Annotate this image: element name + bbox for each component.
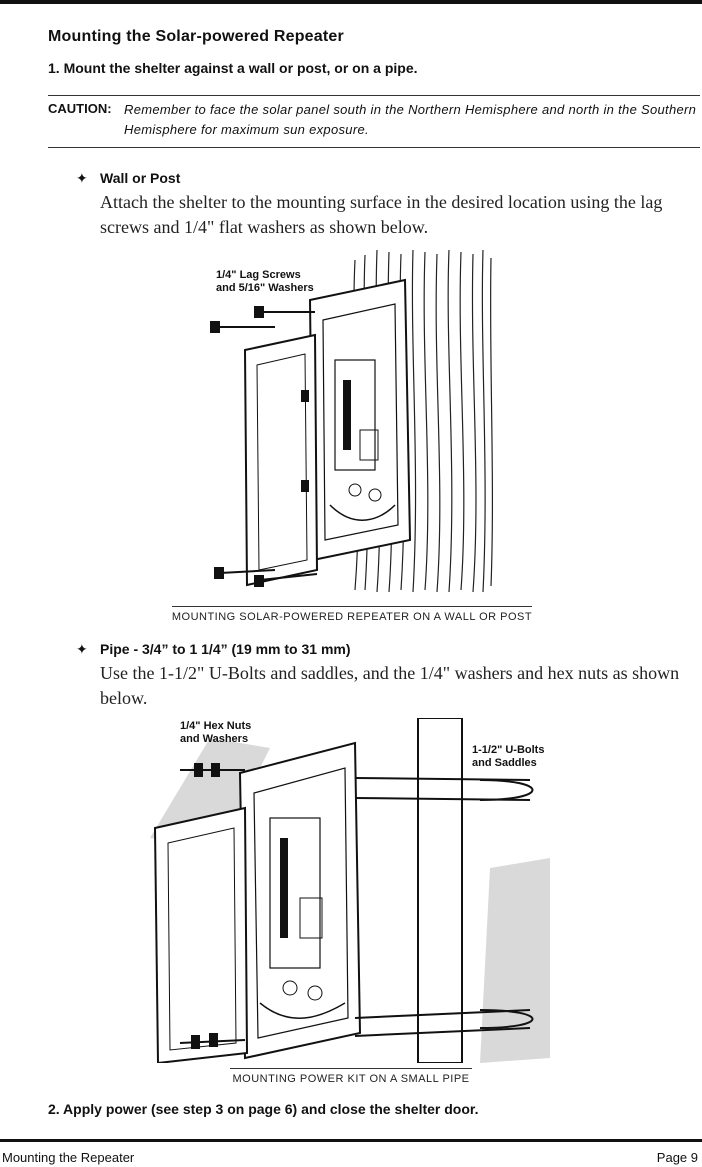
pipe-heading: Pipe - 3/4” to 1 1/4” (19 mm to 31 mm) [100, 641, 351, 657]
section-title: Mounting the Solar-powered Repeater [48, 28, 344, 45]
caution-label: CAUTION: [48, 101, 112, 116]
pipe-figure-caption: Mounting Power Kit on a Small Pipe [232, 1073, 470, 1085]
footer-section-title: Mounting the Repeater [2, 1150, 135, 1165]
pipe-figure-label-ubolts: 1-1/2" U-Bolts and Saddles [472, 744, 545, 769]
step-2-heading: 2. Apply power (see step 3 on page 6) an… [48, 1101, 479, 1117]
bullet-icon: ✦ [76, 170, 88, 186]
pipe-caption-rule [230, 1068, 472, 1069]
lag-screw-icon [210, 306, 318, 587]
pipe-instructions: Use the 1-1/2" U-Bolts and saddles, and … [100, 663, 680, 708]
page-number: Page 9 [656, 1150, 698, 1165]
caution-top-rule [48, 95, 700, 96]
footer-rule [0, 1139, 702, 1142]
top-rule [0, 0, 702, 4]
wall-figure-caption: Mounting Solar-Powered Repeater on a Wal… [171, 611, 533, 623]
wall-mount-figure [210, 249, 494, 593]
pipe-mount-figure [150, 718, 550, 1063]
wall-heading: Wall or Post [100, 170, 181, 186]
wall-instructions: Attach the shelter to the mounting surfa… [100, 192, 663, 237]
wall-figure-label: 1/4" Lag Screws and 5/16" Washers [216, 269, 314, 294]
u-bolt-icon [354, 777, 534, 1037]
bullet-icon: ✦ [76, 641, 88, 657]
caution-bottom-rule [48, 147, 700, 148]
pipe-figure-label-nuts: 1/4" Hex Nuts and Washers [180, 720, 252, 745]
wall-caption-rule [172, 606, 532, 607]
step-1-heading: 1. Mount the shelter against a wall or p… [48, 60, 418, 76]
hex-nut-icon [179, 763, 246, 1049]
caution-text: Remember to face the solar panel south i… [124, 102, 697, 137]
